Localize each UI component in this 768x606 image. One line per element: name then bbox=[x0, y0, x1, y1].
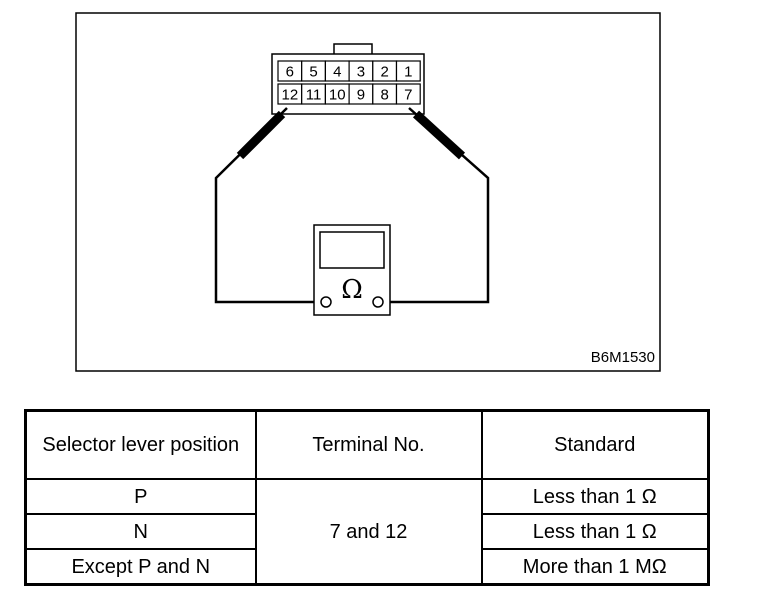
left-probe-body bbox=[236, 110, 286, 160]
pin-cell bbox=[395, 60, 421, 82]
pin-label: 10 bbox=[329, 87, 346, 104]
pin-label: 11 bbox=[306, 87, 322, 104]
right-probe-body bbox=[412, 110, 466, 160]
pin-label: 2 bbox=[380, 64, 388, 81]
header-selector-lever-position: Selector lever position bbox=[24, 409, 257, 480]
diagram-frame bbox=[75, 12, 661, 372]
terminal-cell: 7 and 12 bbox=[254, 478, 483, 586]
left-lead-wire bbox=[214, 107, 324, 304]
figure-code: B6M1530 bbox=[591, 349, 655, 366]
pin-label: 6 bbox=[286, 64, 294, 81]
ohmmeter: Ω bbox=[313, 224, 391, 316]
ohmmeter-display bbox=[319, 231, 385, 269]
standard-cell: Less than 1 Ω bbox=[480, 513, 710, 550]
table-row: N Less than 1 Ω bbox=[24, 513, 710, 550]
table-row: P 7 and 12 Less than 1 Ω bbox=[24, 478, 710, 586]
position-cell: Except P and N bbox=[24, 548, 257, 586]
pin-label: 1 bbox=[404, 64, 412, 81]
right-lead-wire bbox=[380, 107, 490, 304]
pin-label: 8 bbox=[380, 87, 388, 104]
left-terminal-jack bbox=[320, 296, 332, 308]
position-cell: P bbox=[24, 478, 257, 515]
standard-cell: Less than 1 Ω bbox=[480, 478, 710, 515]
header-standard: Standard bbox=[480, 409, 710, 480]
position-cell: N bbox=[24, 513, 257, 550]
ohm-symbol: Ω bbox=[341, 275, 363, 305]
table-header-row: Selector lever position Terminal No. Sta… bbox=[24, 409, 710, 480]
header-terminal-no: Terminal No. bbox=[254, 409, 483, 480]
right-terminal-jack bbox=[372, 296, 384, 308]
pin-label: 12 bbox=[282, 87, 299, 104]
pin-cell bbox=[395, 83, 421, 105]
table-row: Except P and N More than 1 MΩ bbox=[24, 548, 710, 586]
standard-cell: More than 1 MΩ bbox=[480, 548, 710, 586]
pin-label: 4 bbox=[333, 64, 341, 81]
spec-table: Selector lever position Terminal No. Sta… bbox=[24, 409, 710, 586]
pin-label: 9 bbox=[357, 87, 365, 104]
test-leads bbox=[214, 107, 490, 304]
pin-label: 5 bbox=[309, 64, 317, 81]
pin-label: 3 bbox=[357, 64, 365, 81]
pin-label: 7 bbox=[404, 87, 412, 104]
